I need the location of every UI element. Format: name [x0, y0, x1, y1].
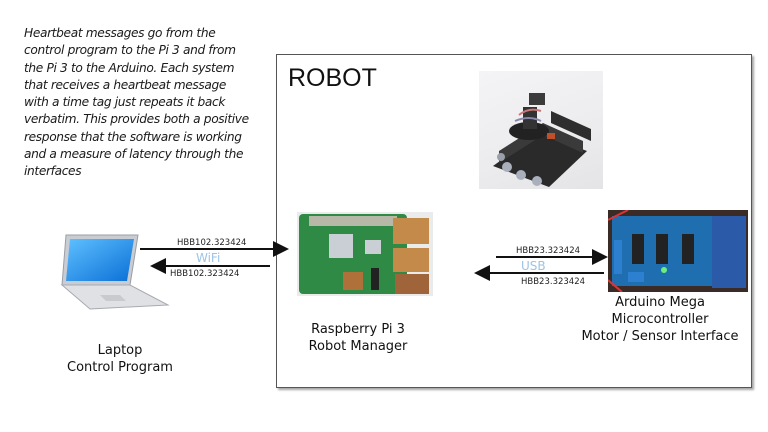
wifi-link-label: WiFi [196, 251, 221, 265]
laptop-icon [60, 233, 172, 313]
laptop-label-line1: Laptop [97, 343, 143, 358]
arduino-label: Arduino Mega Microcontroller Motor / Sen… [580, 294, 740, 345]
robot-box-title: ROBOT [288, 64, 377, 92]
tracked-robot-photo [479, 71, 603, 189]
usb-link-label: USB [521, 259, 546, 273]
pi-label: Raspberry Pi 3 Robot Manager [298, 321, 418, 355]
heartbeat-description: Heartbeat messages go from the control p… [24, 26, 249, 179]
laptop-label: Laptop Control Program [60, 342, 180, 376]
usb-return-message: HBB23.323424 [521, 277, 586, 287]
laptop-label-line2: Control Program [67, 360, 173, 375]
raspberry-pi-board-photo [297, 212, 433, 296]
wifi-return-message: HBB102.323424 [170, 269, 240, 279]
pi-label-line1: Raspberry Pi 3 [311, 322, 405, 337]
usb-forward-message: HBB23.323424 [516, 246, 581, 256]
arduino-label-line3: Motor / Sensor Interface [581, 329, 739, 344]
wifi-forward-message: HBB102.323424 [177, 238, 247, 248]
pi-label-line2: Robot Manager [308, 339, 408, 354]
arduino-label-line2: Microcontroller [611, 312, 709, 327]
arduino-motor-shield-photo [608, 210, 748, 292]
arduino-label-line1: Arduino Mega [615, 295, 705, 310]
